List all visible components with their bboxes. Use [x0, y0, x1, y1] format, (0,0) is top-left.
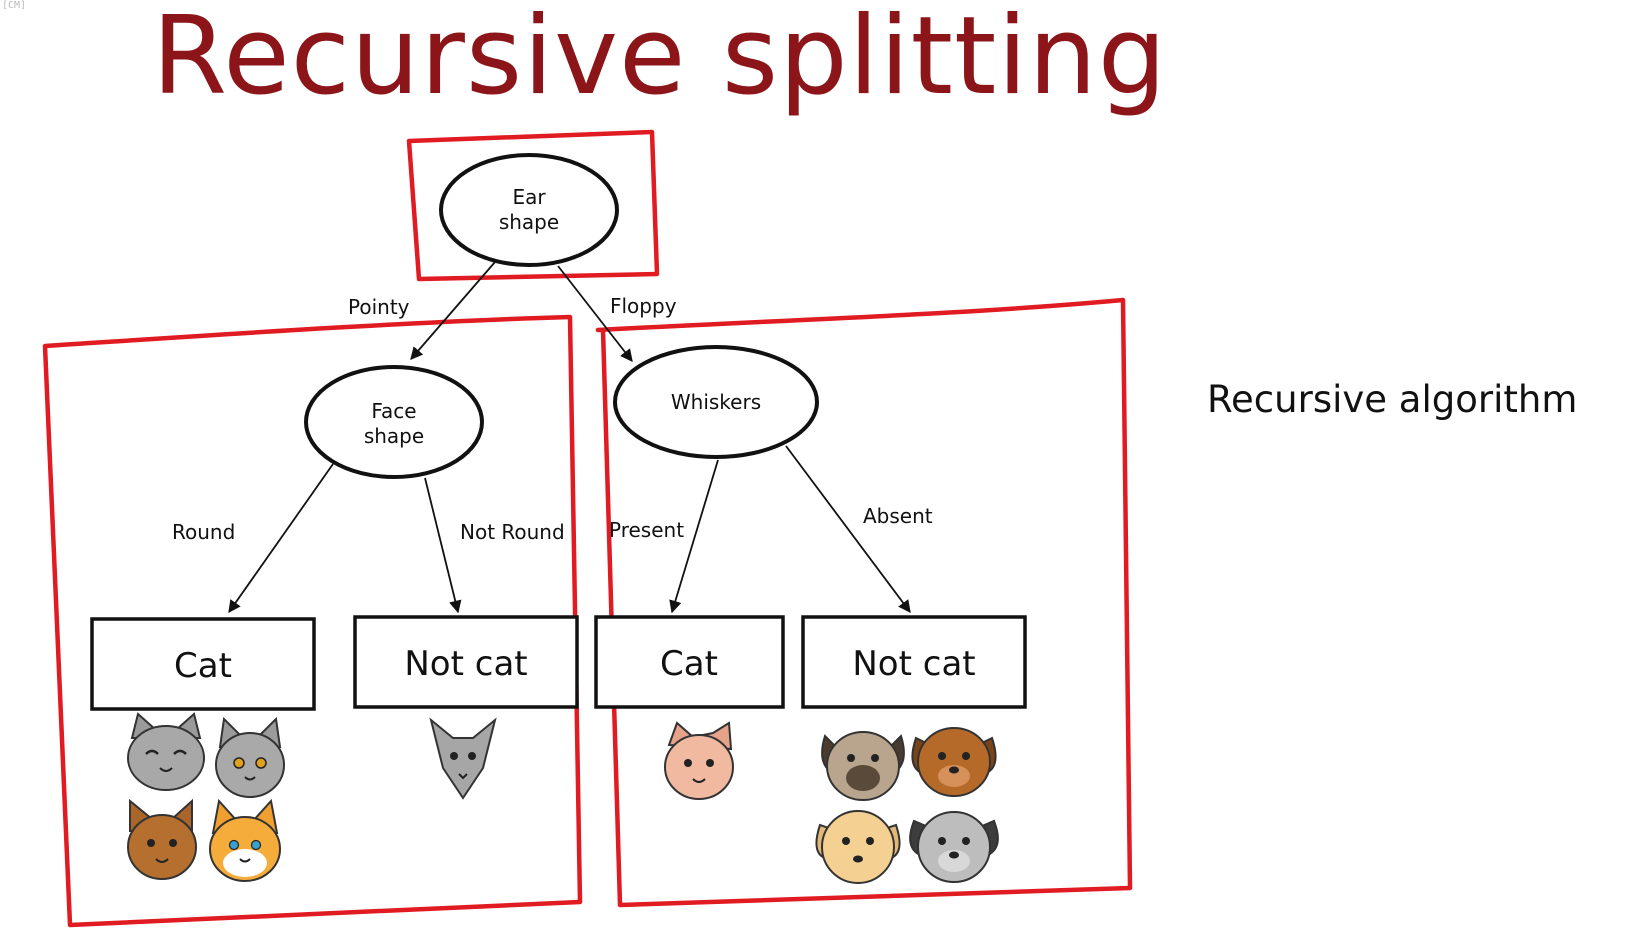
corner-watermark: [CM]: [2, 0, 27, 11]
left-subtree-highlight-box: [42, 314, 583, 928]
edge-absent: [785, 445, 911, 614]
leaf-label-1: Cat: [174, 646, 232, 686]
edge-not-round: [424, 477, 462, 614]
cat-face-icon: [215, 716, 285, 798]
leaf-box-3: [594, 615, 785, 709]
face-shape-node-label-line2: shape: [364, 424, 424, 448]
root-node-label-line2: shape: [499, 210, 559, 234]
cat-face-icon: [127, 712, 205, 791]
leaf-box-4: [801, 615, 1027, 709]
leaf-box-1: [90, 617, 316, 711]
edge-label-round: Round: [172, 520, 235, 544]
leaf-label-4: Not cat: [852, 644, 975, 684]
face-shape-node-label-line1: Face: [371, 399, 416, 423]
face-shape-node-ellipse: [304, 365, 484, 479]
cat-face-icon: [429, 717, 497, 800]
dog-face-icon: [909, 811, 999, 883]
leaf-box-2: [353, 615, 579, 709]
edge-floppy: [557, 265, 633, 362]
root-highlight-box: [406, 129, 660, 282]
cat-face-icon: [209, 798, 281, 882]
whiskers-node-ellipse: [613, 345, 819, 459]
whiskers-node-label: Whiskers: [671, 390, 761, 414]
leaf-label-2: Not cat: [404, 644, 527, 684]
dog-face-icon: [821, 731, 905, 801]
edge-round: [228, 463, 334, 614]
slide-title: Recursive splitting: [152, 0, 1168, 119]
cat-face-icon: [664, 721, 734, 800]
root-node-ellipse: [439, 153, 619, 267]
edge-label-floppy: Floppy: [610, 294, 677, 318]
root-node-label-line1: Ear: [512, 185, 546, 209]
dog-face-icon: [815, 810, 901, 884]
edge-label-pointy: Pointy: [348, 295, 410, 319]
side-note: Recursive algorithm: [1207, 378, 1578, 421]
edge-present: [669, 459, 719, 614]
edge-label-present: Present: [609, 518, 684, 542]
edge-label-not-round: Not Round: [460, 520, 565, 544]
right-subtree-highlight-box: [595, 297, 1133, 908]
leaf-label-3: Cat: [660, 644, 718, 684]
edge-label-absent: Absent: [863, 504, 933, 528]
dog-face-icon: [911, 727, 997, 797]
cat-face-icon: [127, 798, 197, 880]
edge-pointy: [410, 261, 496, 360]
